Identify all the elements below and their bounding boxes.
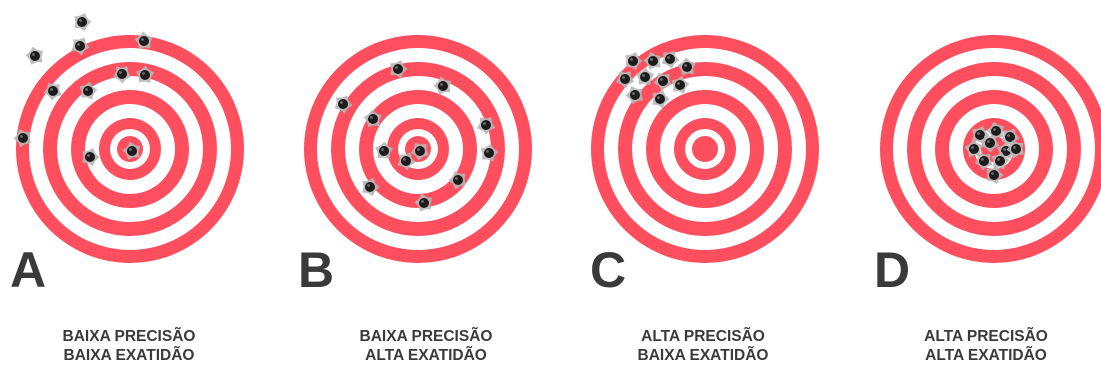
panel-letter-c: C: [590, 242, 626, 298]
bullet-hole-icon: [433, 76, 452, 95]
bullet-hole-icon: [974, 152, 993, 171]
bullet-hole-icon: [480, 143, 499, 162]
bullet-hole-icon: [122, 141, 141, 160]
bullet-hole-icon: [991, 151, 1010, 170]
caption-b-accuracy: ALTA EXATIDÃO: [365, 347, 487, 364]
bullet-hole-icon: [134, 31, 153, 50]
bullet-hole-icon: [113, 66, 132, 84]
bullet-hole-icon: [625, 52, 643, 70]
caption-a-precision: BAIXA PRECISÃO: [62, 328, 196, 345]
bullet-hole-icon: [1001, 128, 1020, 147]
caption-d-precision: ALTA PRECISÃO: [924, 328, 1048, 345]
bullet-hole-icon: [82, 148, 100, 167]
bullet-hole-icon: [671, 75, 690, 94]
bullet-hole-icon: [448, 171, 466, 190]
bullet-hole-icon: [79, 81, 98, 100]
bullet-hole-icon: [616, 71, 635, 89]
bullet-hole-icon: [1006, 140, 1024, 159]
panel-letter-b: B: [298, 242, 334, 298]
target-b: [304, 35, 532, 263]
bullet-hole-icon: [363, 109, 382, 128]
bullet-hole-icon: [414, 193, 433, 212]
panel-letter-d: D: [874, 242, 910, 298]
bullet-hole-icon: [43, 82, 62, 101]
bullet-hole-icon: [375, 141, 394, 159]
bullet-hole-icon: [981, 135, 1000, 153]
bullet-hole-icon: [636, 67, 655, 85]
bullet-hole-icon: [25, 46, 44, 65]
caption-c: ALTA PRECISÃO BAIXA EXATIDÃO: [593, 327, 813, 365]
bullet-hole-icon: [625, 86, 643, 105]
bullet-hole-icon: [986, 166, 1004, 185]
bullet-hole-icon: [661, 50, 680, 69]
caption-d-accuracy: ALTA EXATIDÃO: [925, 347, 1047, 364]
bullet-hole-icon: [13, 129, 31, 148]
bullet-hole-icon: [74, 13, 92, 31]
target-d: [880, 35, 1101, 263]
bullet-hole-icon: [390, 60, 408, 78]
bullet-hole-icon: [964, 139, 983, 158]
bullet-hole-icon: [477, 117, 496, 135]
target-c: [591, 35, 819, 263]
bullet-hole-icon: [136, 65, 155, 83]
bullet-hole-icon: [334, 95, 353, 114]
caption-a: BAIXA PRECISÃO BAIXA EXATIDÃO: [19, 327, 239, 365]
caption-b-precision: BAIXA PRECISÃO: [359, 328, 493, 345]
bullet-hole-icon: [643, 51, 662, 70]
caption-a-accuracy: BAIXA EXATIDÃO: [63, 347, 195, 364]
bullet-hole-icon: [397, 152, 416, 171]
bullet-hole-icon: [652, 90, 670, 109]
bullet-hole-icon: [986, 121, 1005, 140]
target-a: [13, 13, 244, 263]
bullet-hole-icon: [653, 72, 672, 91]
caption-c-precision: ALTA PRECISÃO: [641, 328, 765, 345]
bullet-hole-icon: [362, 178, 380, 197]
caption-b: BAIXA PRECISÃO ALTA EXATIDÃO: [316, 327, 536, 365]
panel-letter-a: A: [10, 242, 46, 298]
caption-d: ALTA PRECISÃO ALTA EXATIDÃO: [876, 327, 1096, 365]
bullet-hole-icon: [410, 142, 429, 161]
target-c-ring-8: [692, 136, 718, 162]
bullet-hole-icon: [677, 57, 696, 76]
bullet-hole-icon: [71, 37, 90, 56]
bullet-hole-icon: [972, 126, 990, 144]
caption-c-accuracy: BAIXA EXATIDÃO: [637, 347, 769, 364]
